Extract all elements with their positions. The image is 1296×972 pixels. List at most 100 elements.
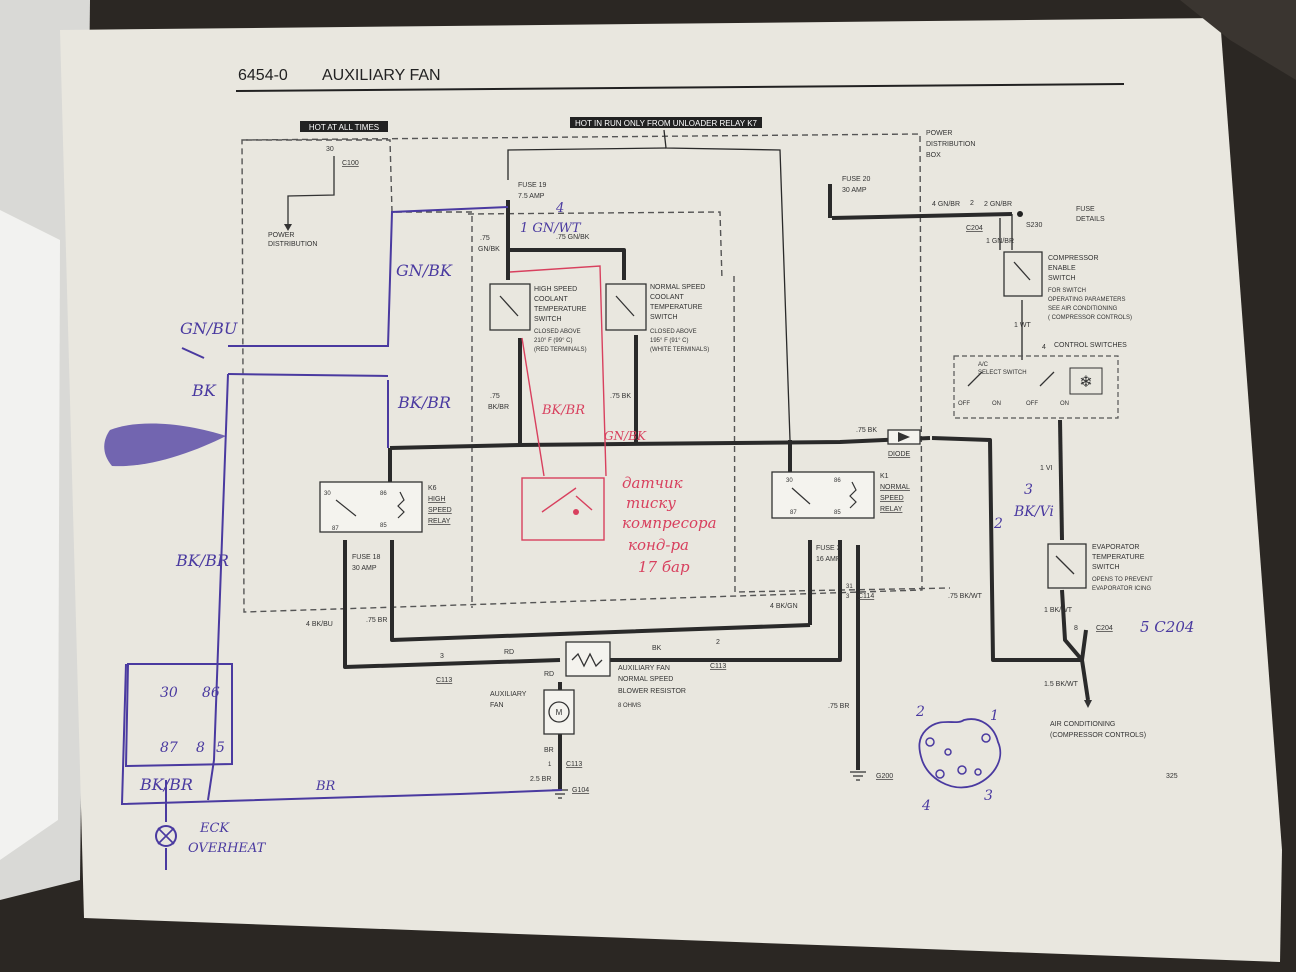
high-speed-switch-box	[489, 283, 531, 331]
wire-label-1vi: 1 VI	[1040, 465, 1053, 472]
hand-relay-8: 8	[196, 740, 205, 756]
wire-fuse18-rd	[343, 540, 561, 669]
wire-label-25br: 2.5 BR	[530, 776, 551, 783]
hand-red-gnbk: GN/BK	[604, 429, 647, 443]
motor-icon	[548, 701, 570, 723]
normal-switch-title-2: COOLANT	[650, 294, 685, 301]
wire-label-rd: RD	[504, 649, 514, 656]
fuse20-amp: 30 AMP	[842, 187, 867, 194]
ac-off-2: OFF	[1026, 401, 1038, 407]
fuse18-amp: 30 AMP	[352, 565, 377, 572]
wire-label-75bk-2: .75 BK	[856, 427, 877, 434]
wire-label-1bkwt: 1 BK/WT	[1044, 607, 1073, 614]
fuse19-label: FUSE 19	[518, 182, 547, 189]
power-distribution-arrow-icon	[284, 224, 292, 231]
ac-on-1: ON	[992, 401, 1001, 407]
c113-pin-2: 2	[716, 639, 720, 646]
fuse3-label: FUSE 3	[816, 545, 841, 552]
k1-coil-icon	[791, 481, 857, 509]
diode-label: DIODE	[888, 451, 911, 458]
wire-label-75br-2: .75 BR	[828, 703, 849, 710]
resistor-icon	[571, 652, 603, 668]
hand-n3: 3	[1024, 482, 1033, 498]
connector-pins-icon	[925, 733, 991, 779]
hand-eck: ECK	[199, 821, 230, 836]
k1-name: K1	[880, 473, 889, 480]
k6-title-2: SPEED	[428, 507, 452, 514]
evaporator-pin: 8	[1074, 625, 1078, 632]
ac-off-1: OFF	[958, 401, 970, 407]
splice-s230	[1017, 211, 1023, 217]
wire-label-75bkbr-a: .75	[490, 393, 500, 400]
hand-connector-2: 2	[915, 704, 925, 720]
c114-pin-3: 3	[846, 594, 850, 600]
fuse-details-pin: 2	[970, 200, 974, 207]
k6-title-1: HIGH	[428, 496, 446, 503]
wire-label-4bkgn: 4 BK/GN	[770, 603, 798, 610]
diode-icon	[898, 432, 910, 442]
hand-bkbr: BK/BR	[397, 393, 451, 412]
resistor-label-4: 8 OHMS	[618, 703, 641, 709]
wire-label-75bkbr-b: BK/BR	[488, 404, 509, 411]
hand-connector-1: 1	[990, 708, 999, 724]
hand-c204-note: 5 C204	[1140, 618, 1194, 636]
normal-switch-contact-icon	[615, 295, 635, 317]
k1-pin-86: 86	[834, 478, 841, 484]
scribble-mark	[104, 423, 226, 467]
evaporator-title-1: EVAPORATOR	[1092, 544, 1139, 551]
inner-box-outline	[467, 211, 723, 281]
wire-bk-to-k1	[600, 540, 842, 662]
k1-title-2: SPEED	[880, 495, 904, 502]
hand-bkbr-3: BK/BR	[139, 775, 193, 794]
wire-bkwt-right	[931, 436, 1088, 662]
normal-switch-note-2: 195° F (91° C)	[650, 338, 688, 344]
hand-relay-87: 87	[160, 740, 178, 756]
compressor-wire: 1 GN/BR	[986, 238, 1014, 245]
wire-hot-in-run	[663, 129, 791, 441]
high-switch-note-1: CLOSED ABOVE	[534, 329, 581, 335]
hand-n2: 2	[993, 516, 1003, 532]
wire-label-bk: BK	[652, 645, 662, 652]
resistor-label-2: NORMAL SPEED	[618, 676, 673, 683]
snowflake-icon-box	[1069, 367, 1103, 395]
power-distribution-box-outline	[241, 133, 923, 613]
k1-pin-87: 87	[790, 510, 797, 516]
hand-overheat: OVERHEAT	[188, 841, 267, 856]
wire-label-75br: .75 BR	[366, 617, 387, 624]
normal-switch-title-3: TEMPERATURE	[650, 304, 703, 311]
wire-label-15bkwt: 1.5 BK/WT	[1044, 681, 1079, 688]
compressor-title-3: SWITCH	[1048, 275, 1076, 282]
pdb-label-1: POWER	[926, 130, 952, 137]
page-number: 325	[1166, 773, 1178, 780]
compressor-title-1: COMPRESSOR	[1048, 255, 1099, 262]
overheat-lamp-icon	[155, 825, 177, 847]
hand-bkvi: BK/Vi	[1013, 504, 1054, 520]
pdb-label-3: BOX	[926, 152, 941, 159]
fuse19-amp: 7.5 AMP	[518, 193, 545, 200]
k6-title-3: RELAY	[428, 518, 451, 525]
corner-shadow	[1180, 0, 1296, 80]
relay-k1-box	[771, 471, 875, 519]
compressor-note-4: ( COMPRESSOR CONTROLS)	[1048, 315, 1132, 321]
ac-compressor-arrow-icon	[1084, 700, 1092, 708]
control-switches-title: CONTROL SWITCHES	[1054, 342, 1127, 349]
c100-pin: 30	[326, 146, 334, 153]
wire-fuse-details	[831, 212, 1013, 220]
normal-switch-note-1: CLOSED ABOVE	[650, 329, 697, 335]
normal-switch-title-1: NORMAL SPEED	[650, 284, 705, 291]
hand-fuse-note: 1 GN/WT	[520, 221, 582, 236]
k6-pin-86: 86	[380, 491, 387, 497]
hand-ru-5: 17 бар	[638, 558, 690, 576]
hand-ru-3: компресора	[622, 514, 717, 532]
evaporator-note-2: EVAPORATOR ICING	[1092, 586, 1151, 592]
relay-k1-box-outline	[733, 275, 951, 593]
relay-k6-box	[319, 481, 423, 533]
normal-switch-note-3: (WHITE TERMINALS)	[650, 347, 709, 353]
fuse-details-label-1: FUSE	[1076, 206, 1095, 213]
ac-select-label-1: A/C	[978, 362, 989, 368]
high-switch-contact-icon	[499, 295, 519, 317]
wire-75gnbk	[508, 248, 626, 280]
hand-red-bkbr: BK/BR	[541, 403, 585, 418]
control-switches-wire: 1 WT	[1014, 322, 1031, 329]
high-switch-wire-a: .75	[480, 235, 490, 242]
